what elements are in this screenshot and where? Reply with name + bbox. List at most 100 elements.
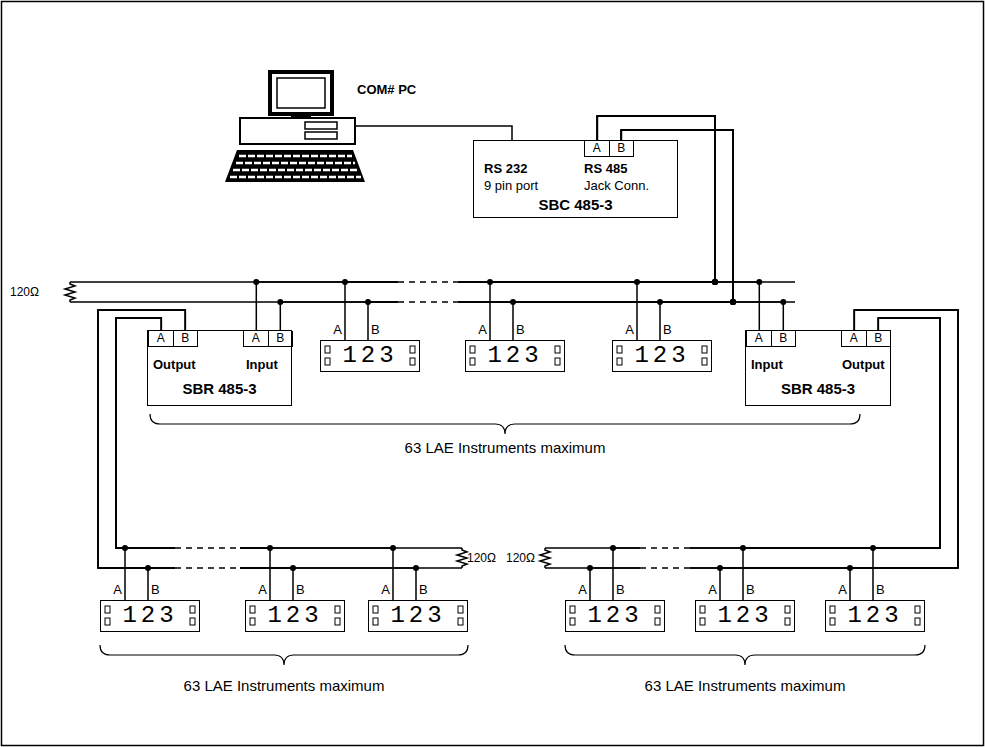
- terminal-label: B: [371, 322, 380, 337]
- bus-wire: [70, 282, 795, 302]
- junction-dot: [870, 545, 876, 551]
- junction-dot: [277, 299, 283, 305]
- terminal-label: B: [174, 331, 198, 346]
- keyboard-keys: [230, 156, 361, 177]
- terminal-label: B: [419, 582, 428, 597]
- terminal-label: A: [381, 582, 390, 597]
- box-heading: RS 232: [484, 161, 527, 176]
- junction-dot: [712, 279, 718, 285]
- box-heading: Output: [842, 357, 885, 372]
- box-heading: RS 485: [584, 161, 627, 176]
- instrument-display: 123: [245, 600, 345, 632]
- display-digits: 123: [267, 602, 322, 630]
- wire: [597, 116, 759, 330]
- junction-dot: [413, 565, 419, 571]
- terminal-label: B: [663, 322, 672, 337]
- terminal-label: B: [876, 582, 885, 597]
- terminal-label: A: [244, 331, 269, 346]
- junction-dot: [610, 545, 616, 551]
- terminal-label: B: [616, 582, 625, 597]
- screen: [277, 78, 325, 108]
- junction-dot: [847, 565, 853, 571]
- junction-dot: [730, 299, 736, 305]
- monitor: [270, 72, 332, 114]
- terminal-label: B: [610, 141, 634, 156]
- terminal-label: A: [149, 331, 174, 346]
- computer: COM# PC: [225, 70, 355, 185]
- instrument-display: 123: [368, 600, 468, 632]
- group-brace: [150, 414, 860, 434]
- resistor-symbol: [65, 282, 75, 302]
- bus-connector: [98, 310, 296, 600]
- terminal-label: A: [625, 322, 634, 337]
- box-heading: COM# PC: [357, 82, 416, 97]
- terminal-label: A: [258, 582, 267, 597]
- junction-dot: [487, 279, 493, 285]
- wire: [720, 310, 958, 600]
- terminal-label: B: [269, 331, 293, 346]
- resistor-value: 120Ω: [10, 285, 39, 300]
- box-heading: Input: [751, 357, 783, 372]
- resistor-symbol: [457, 548, 467, 568]
- wire: [256, 116, 715, 330]
- keyboard: [225, 150, 365, 182]
- bus-connector: [253, 116, 736, 330]
- bus-wire: [545, 548, 958, 568]
- group-brace: [100, 645, 468, 665]
- computer-case: [240, 118, 355, 144]
- bus-connector: [717, 310, 958, 600]
- junction-dot: [756, 279, 762, 285]
- display-digits: 123: [390, 602, 445, 630]
- junction-dot: [634, 279, 640, 285]
- bus-connector: [355, 126, 512, 140]
- junction-dot: [365, 299, 371, 305]
- group-brace: [565, 645, 925, 665]
- group-note: 63 LAE Instruments maximum: [645, 678, 846, 693]
- box-heading: SBC 485-3: [538, 197, 612, 212]
- junction-dot: [390, 545, 396, 551]
- junction-dot: [253, 279, 259, 285]
- wire: [743, 318, 940, 600]
- terminal-block: AB: [243, 331, 293, 347]
- display-digits: 123: [487, 342, 542, 370]
- group-note: 63 LAE Instruments maximum: [184, 678, 385, 693]
- junction-dot: [712, 279, 718, 285]
- converter-box: ABRS 2329 pin portRS 485Jack Conn.SBC 48…: [473, 140, 678, 218]
- terminal-label: A: [708, 582, 717, 597]
- junction-dot: [712, 279, 718, 285]
- wire: [98, 310, 416, 600]
- terminal-label: A: [842, 331, 867, 346]
- resistor-value: 120Ω: [506, 551, 535, 566]
- drive-slot: [305, 122, 337, 129]
- terminal-label: B: [867, 331, 891, 346]
- junction-dot: [730, 299, 736, 305]
- instrument-display: 123: [465, 340, 565, 372]
- junction-dot: [730, 299, 736, 305]
- junction-dot: [717, 565, 723, 571]
- terminal-label: A: [333, 322, 342, 337]
- wire: [98, 310, 293, 600]
- instrument-display: 123: [695, 600, 795, 632]
- wire: [368, 130, 733, 340]
- bus-connector: [98, 310, 419, 600]
- wire: [613, 318, 940, 600]
- drive-slot: [305, 132, 337, 139]
- terminal-label: B: [516, 322, 525, 337]
- junction-dot: [657, 299, 663, 305]
- bus-dashes: [175, 282, 690, 568]
- terminal-label: B: [296, 582, 305, 597]
- box-heading: Output: [153, 357, 196, 372]
- terminal-block: AB: [841, 331, 891, 347]
- terminal-label: A: [478, 322, 487, 337]
- display-digits: 123: [122, 602, 177, 630]
- terminal-label: A: [578, 582, 587, 597]
- wire: [280, 130, 733, 330]
- box-heading: Input: [246, 357, 278, 372]
- bus-gap-mask: [175, 282, 690, 568]
- terminal-label: B: [746, 582, 755, 597]
- display-digits: 123: [717, 602, 772, 630]
- terminal-label: A: [747, 331, 772, 346]
- resistor-value: 120Ω: [467, 551, 496, 566]
- terminal-label: A: [113, 582, 122, 597]
